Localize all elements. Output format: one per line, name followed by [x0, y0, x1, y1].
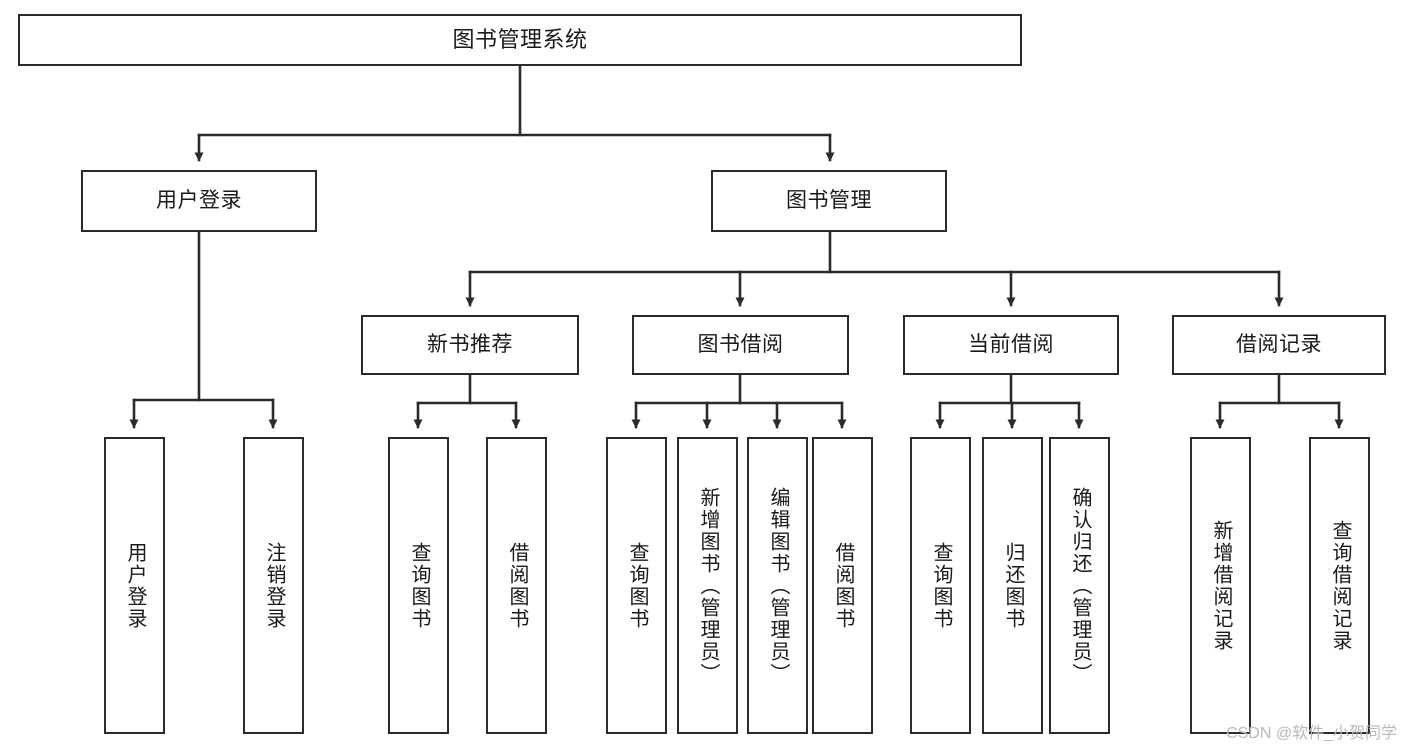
node-borrow-record[interactable]: 借阅记录: [1172, 315, 1386, 375]
node-root[interactable]: 图书管理系统: [18, 14, 1022, 66]
node-leaf-borrow-book-1-label: 借阅图书: [506, 541, 528, 630]
node-book-manage-label: 图书管理: [786, 188, 872, 212]
node-leaf-user-logout-label: 注销登录: [263, 541, 285, 630]
node-book-manage[interactable]: 图书管理: [711, 170, 947, 232]
node-leaf-query-record-label: 查询借阅记录: [1329, 519, 1351, 652]
node-leaf-borrow-book-2[interactable]: 借阅图书: [812, 437, 873, 734]
node-leaf-query-book-3[interactable]: 查询图书: [910, 437, 971, 734]
node-leaf-edit-book-label: 编辑图书（管理员）: [767, 486, 789, 685]
node-user-login-label: 用户登录: [156, 188, 242, 212]
node-leaf-add-record[interactable]: 新增借阅记录: [1190, 437, 1251, 734]
node-leaf-add-book[interactable]: 新增图书（管理员）: [677, 437, 738, 734]
node-leaf-add-record-label: 新增借阅记录: [1210, 519, 1232, 652]
node-leaf-query-book-3-label: 查询图书: [930, 541, 952, 630]
node-leaf-confirm-return[interactable]: 确认归还（管理员）: [1049, 437, 1110, 734]
node-leaf-user-login[interactable]: 用户登录: [104, 437, 165, 734]
node-current-borrow[interactable]: 当前借阅: [903, 315, 1119, 375]
node-leaf-query-book-1[interactable]: 查询图书: [388, 437, 449, 734]
node-leaf-return-book-label: 归还图书: [1002, 541, 1024, 630]
node-leaf-confirm-return-label: 确认归还（管理员）: [1069, 486, 1091, 685]
node-leaf-borrow-book-2-label: 借阅图书: [832, 541, 854, 630]
node-root-label: 图书管理系统: [452, 27, 588, 53]
node-leaf-user-login-label: 用户登录: [124, 541, 146, 630]
node-user-login[interactable]: 用户登录: [81, 170, 317, 232]
node-book-borrow[interactable]: 图书借阅: [632, 315, 849, 375]
node-borrow-record-label: 借阅记录: [1236, 332, 1322, 356]
node-leaf-borrow-book-1[interactable]: 借阅图书: [486, 437, 547, 734]
node-leaf-query-book-2-label: 查询图书: [626, 541, 648, 630]
node-leaf-add-book-label: 新增图书（管理员）: [697, 486, 719, 685]
watermark-text: CSDN @软件_小贺同学: [1226, 725, 1397, 742]
node-leaf-user-logout[interactable]: 注销登录: [243, 437, 304, 734]
node-current-borrow-label: 当前借阅: [968, 332, 1054, 356]
node-book-borrow-label: 图书借阅: [697, 332, 784, 356]
node-leaf-query-record[interactable]: 查询借阅记录: [1309, 437, 1370, 734]
node-new-book-recommend[interactable]: 新书推荐: [361, 315, 579, 375]
node-leaf-edit-book[interactable]: 编辑图书（管理员）: [747, 437, 808, 734]
node-new-book-recommend-label: 新书推荐: [427, 332, 513, 356]
node-leaf-query-book-2[interactable]: 查询图书: [606, 437, 667, 734]
node-leaf-return-book[interactable]: 归还图书: [982, 437, 1043, 734]
node-leaf-query-book-1-label: 查询图书: [408, 541, 430, 630]
